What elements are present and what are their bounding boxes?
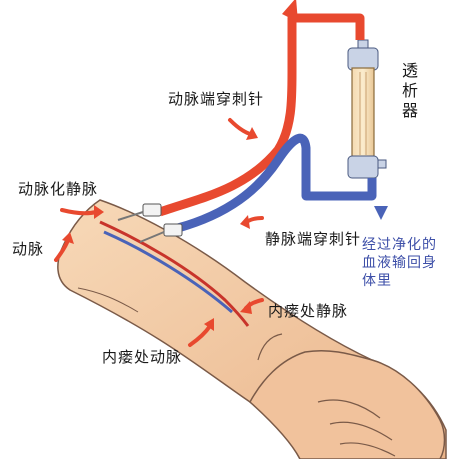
label-artery: 动脉 <box>12 240 45 258</box>
pointer-arrow-icon <box>228 118 252 136</box>
label-fistula-vein: 内瘘处静脉 <box>268 302 349 320</box>
flow-arrow-icon <box>374 206 388 220</box>
label-arterialized-vein: 动脉化静脉 <box>18 180 99 198</box>
pointer-arrow-icon <box>60 208 98 216</box>
flow-arrow-icon <box>282 0 298 22</box>
needle-icon <box>117 203 162 221</box>
thumb <box>257 333 283 361</box>
label-venous-needle: 静脉端穿刺针 <box>265 230 362 248</box>
finger-lines <box>317 399 396 457</box>
label-arterial-needle: 动脉端穿刺针 <box>168 90 265 108</box>
pointer-arrow-icon <box>188 324 212 347</box>
label-fistula-artery: 内瘘处动脉 <box>102 348 183 366</box>
artery-vessel <box>99 220 250 327</box>
label-purified-blood-return: 经过净化的血液输回身体里 <box>362 237 437 289</box>
venous-blood-line <box>176 133 377 233</box>
vein-vessel <box>103 230 233 314</box>
dialyzer-icon <box>347 39 387 179</box>
needle-icon <box>139 223 183 243</box>
skin-fold <box>77 287 139 313</box>
hand <box>249 349 446 459</box>
pointer-arrows <box>54 118 264 347</box>
label-dialyzer: 透析器 <box>399 62 418 122</box>
arterial-blood-line <box>158 13 365 217</box>
